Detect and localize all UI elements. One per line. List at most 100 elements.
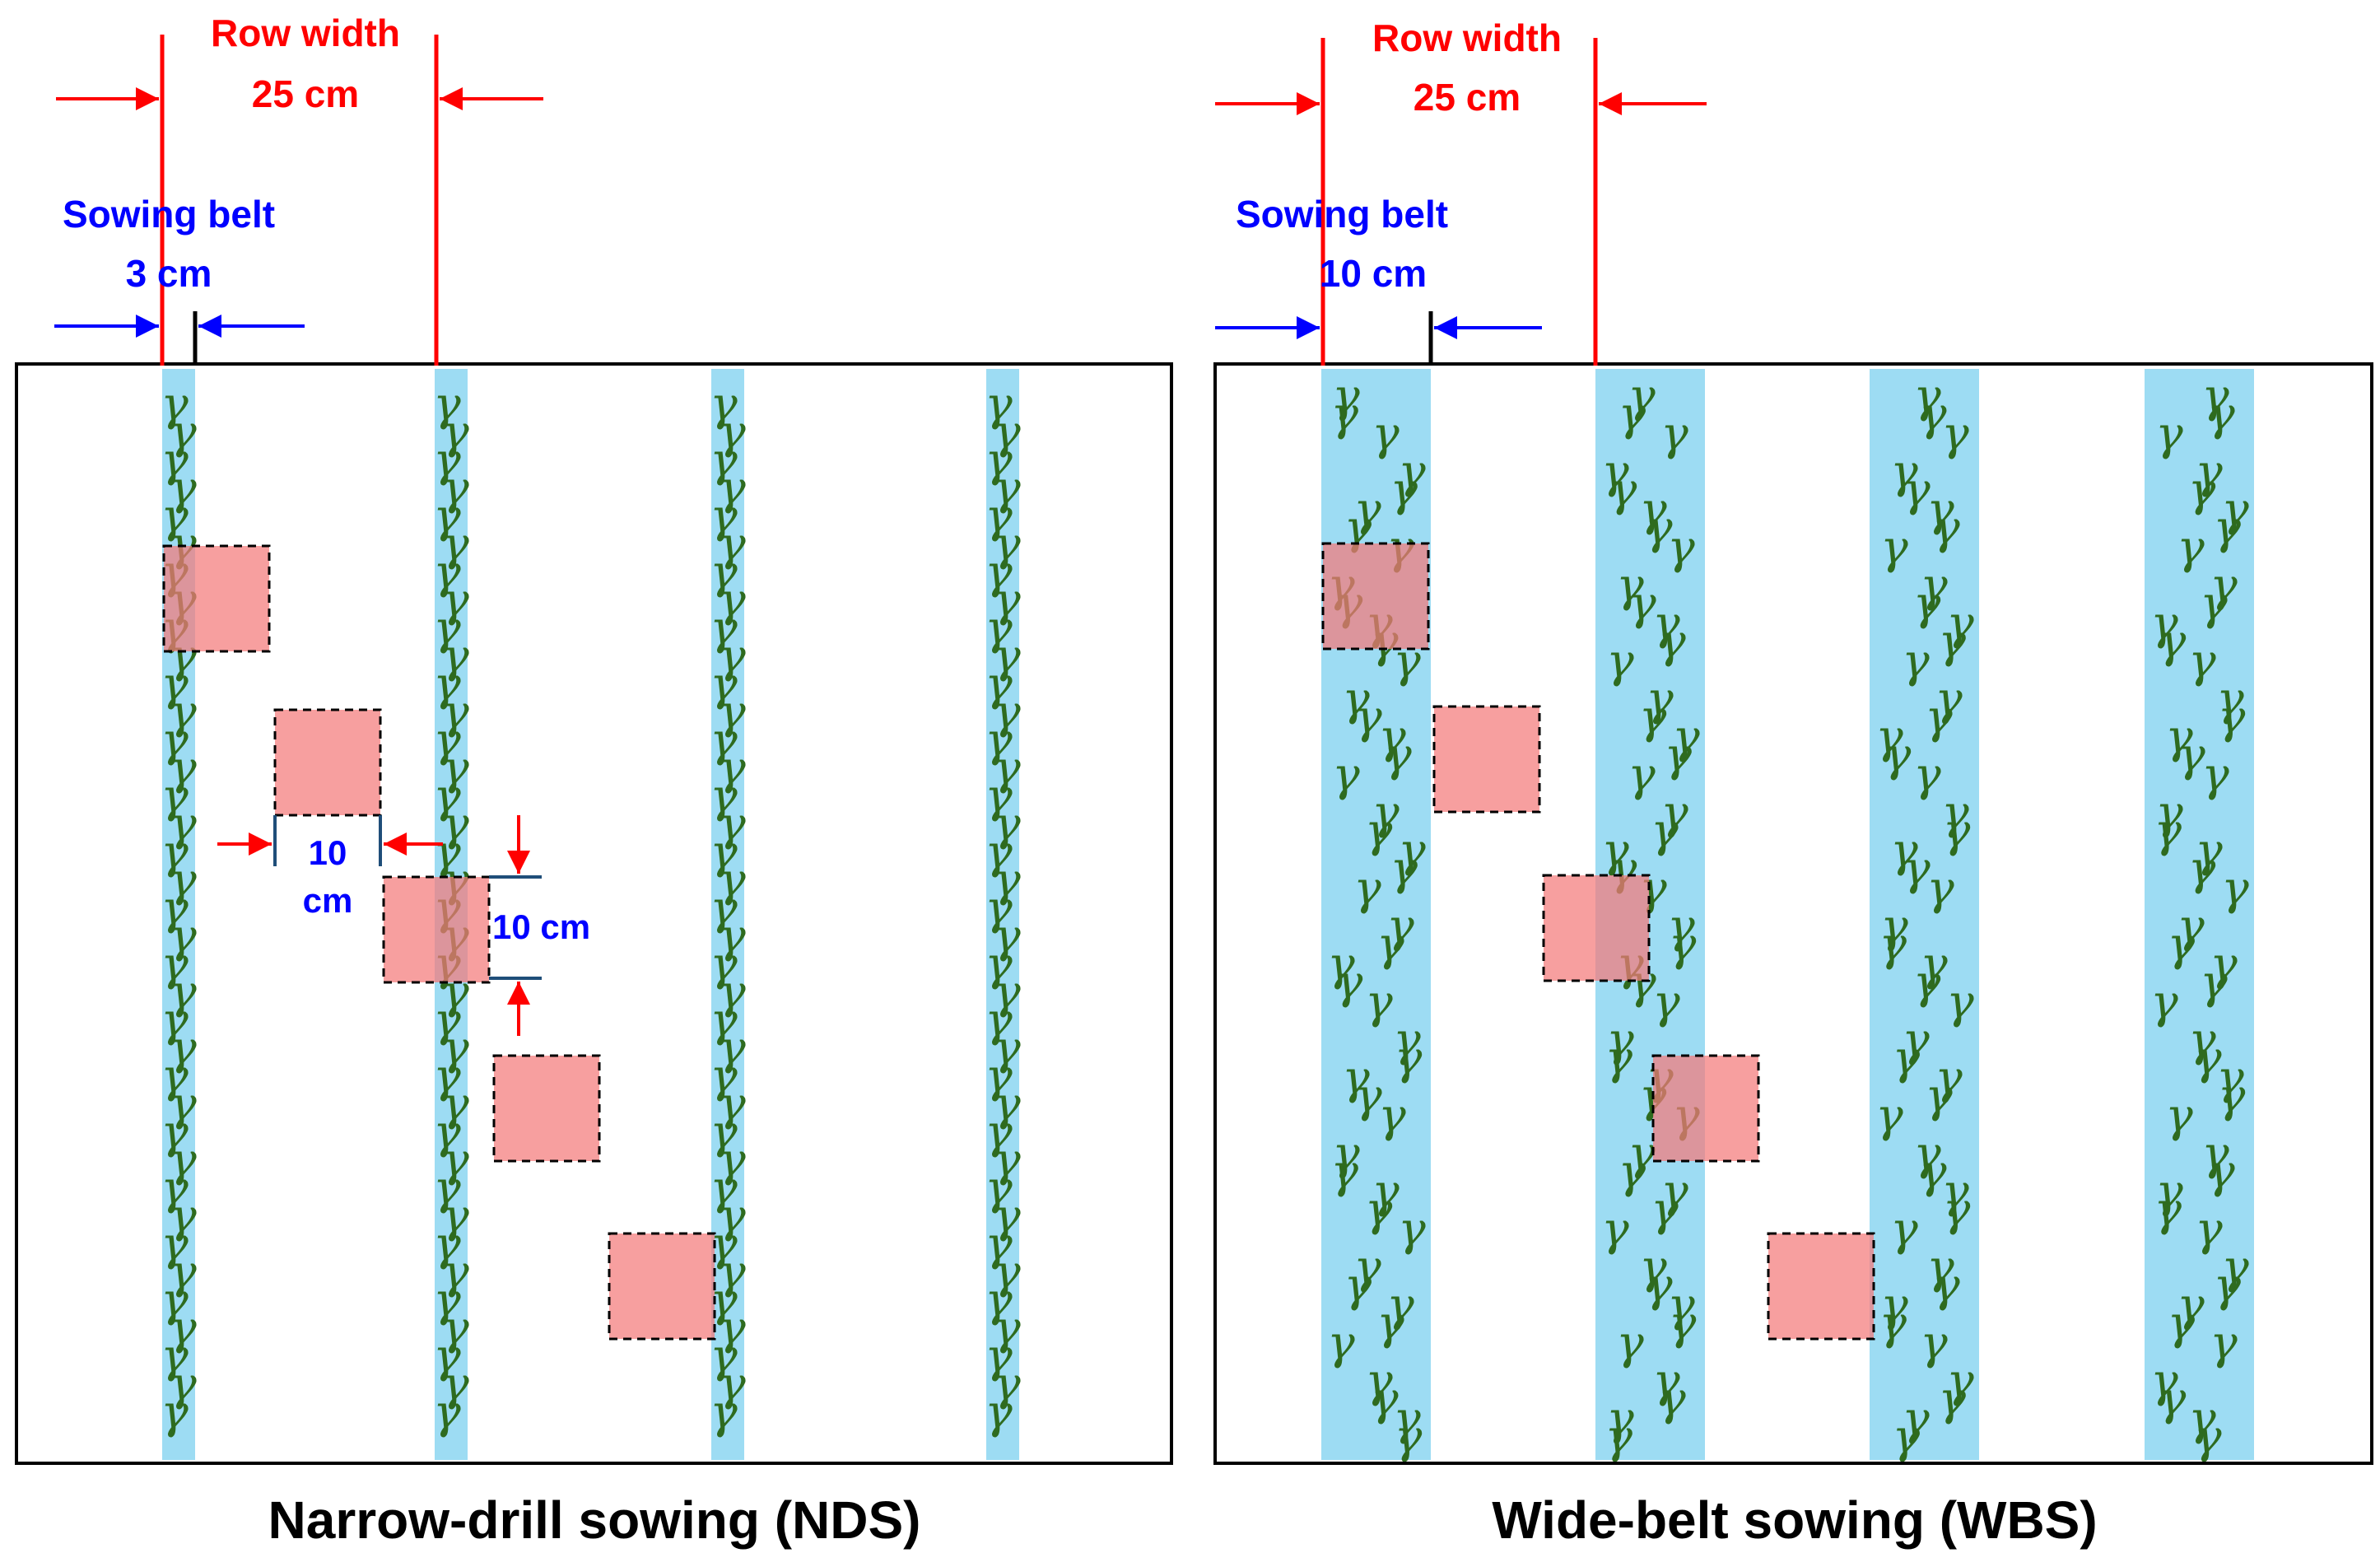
nds-seedling-icon: γ xyxy=(710,1106,738,1159)
nds-seedling-icon: γ xyxy=(993,1078,1021,1131)
wbs-seedling-icon: γ xyxy=(1353,862,1381,916)
wbs-seedling-icon: γ xyxy=(2188,1014,2216,1067)
nds-seedling-icon: γ xyxy=(169,1022,197,1075)
nds-seedling-icon: γ xyxy=(441,1078,469,1131)
wbs-seedling-icon: γ xyxy=(2188,464,2216,517)
wbs-seedling-icon: γ xyxy=(1378,711,1406,764)
nds-seedling-icon: γ xyxy=(993,1358,1021,1411)
nds-seedling-icon: γ xyxy=(985,714,1013,767)
wbs-seedling-icon: γ xyxy=(1667,521,1695,575)
wbs-sowing-belt-label: Sowing belt xyxy=(1236,193,1448,236)
nds-seedling-icon: γ xyxy=(718,742,746,795)
nds-seedling-icon: γ xyxy=(433,658,461,711)
wbs-seedling-icon: γ xyxy=(1335,956,1363,1010)
nds-seedling-icon: γ xyxy=(985,1050,1013,1103)
nds-seedling-icon: γ xyxy=(993,798,1021,851)
wbs-seedling-icon: γ xyxy=(1342,1052,1370,1105)
nds-seedling-icon: γ xyxy=(169,1302,197,1355)
nds-seedling-icon: γ xyxy=(993,574,1021,627)
nds-quadrat-width-label: 10 xyxy=(309,833,347,872)
wbs-seedling-icon: γ xyxy=(1893,1411,1921,1464)
wbs-seedling-icon: γ xyxy=(1365,1183,1393,1237)
wbs-seedling-icon: γ xyxy=(1330,388,1358,441)
wbs-seedling-icon: γ xyxy=(2201,749,2229,802)
wbs-seedling-icon: γ xyxy=(1884,729,1912,782)
wbs-seedling-icon: γ xyxy=(1616,559,1644,613)
nds-quadrat-2 xyxy=(273,708,382,817)
nds-seedling-icon: γ xyxy=(718,1078,746,1131)
nds-seedling-icon: γ xyxy=(718,798,746,851)
nds-seedling-icon: γ xyxy=(169,1190,197,1243)
nds-seedling-icon: γ xyxy=(985,1274,1013,1327)
wbs-seedling-icon: γ xyxy=(1628,577,1656,631)
nds-seedling-icon: γ xyxy=(710,602,738,655)
wbs-seedling-icon: γ xyxy=(1376,1297,1404,1350)
wbs-seedling-icon: γ xyxy=(2165,1089,2193,1143)
wbs-seedling-icon: γ xyxy=(2221,862,2249,916)
nds-seedling-icon: γ xyxy=(710,770,738,823)
wbs-seedling-icon: γ xyxy=(2216,1052,2244,1105)
wbs-seedling-icon: γ xyxy=(2218,1070,2246,1123)
nds-seedling-icon: γ xyxy=(718,1358,746,1411)
wbs-seedling-icon: γ xyxy=(2201,370,2229,423)
wbs-seedling-icon: γ xyxy=(1920,938,1948,991)
wbs-seedling-icon: γ xyxy=(1398,445,1426,499)
wbs-seedling-icon: γ xyxy=(1941,1165,1969,1219)
wbs-seedling-icon: γ xyxy=(2154,804,2182,858)
nds-seedling-icon: γ xyxy=(710,1050,738,1103)
nds-seedling-icon: γ xyxy=(169,1078,197,1131)
wbs-seedling-icon: γ xyxy=(2168,1297,2196,1350)
wbs-row-width-value: 25 cm xyxy=(1414,76,1521,119)
wbs-seedling-icon: γ xyxy=(1893,1032,1921,1085)
nds-seedling-icon: γ xyxy=(985,378,1013,431)
nds-seedling-icon: γ xyxy=(710,546,738,599)
wbs-seedling-icon: γ xyxy=(1902,635,1930,688)
wbs-seedling-icon: γ xyxy=(2165,711,2193,764)
wbs-seedling-icon: γ xyxy=(1645,501,1673,555)
wbs-seedling-icon: γ xyxy=(1652,597,1680,651)
nds-seedling-icon: γ xyxy=(433,1218,461,1271)
nds-seedling-icon: γ xyxy=(433,1162,461,1215)
wbs-seedling-icon: γ xyxy=(2177,521,2205,575)
wbs-seedling-icon: γ xyxy=(1903,842,1931,896)
wbs-seedling-icon: γ xyxy=(1639,691,1667,744)
wbs-seedling-icon: γ xyxy=(1639,483,1667,537)
nds-seedling-icon: γ xyxy=(161,434,189,487)
wbs-quadrats xyxy=(1321,542,1875,1341)
wbs-seedling-icon: γ xyxy=(1628,370,1656,423)
wbs-seedling-icon: γ xyxy=(2213,501,2241,555)
wbs-seedling-icon: γ xyxy=(1378,1089,1406,1143)
wbs-seedling-icon: γ xyxy=(1353,483,1381,537)
nds-seedling-icon: γ xyxy=(710,714,738,767)
wbs-seedling-icon: γ xyxy=(1667,900,1695,954)
nds-seedling-icon: γ xyxy=(433,714,461,767)
nds-seedling-icon: γ xyxy=(161,378,189,431)
wbs-seedling-icon: γ xyxy=(1890,824,1918,878)
nds-seedling-icon: γ xyxy=(718,1302,746,1355)
wbs-seedling-icon: γ xyxy=(2216,673,2244,726)
wbs-seedling-icon: γ xyxy=(1606,1014,1634,1067)
wbs-seedling-icon: γ xyxy=(2159,1373,2187,1426)
nds-seedling-icon: γ xyxy=(169,1358,197,1411)
nds-seedling-icon: γ xyxy=(718,406,746,459)
nds-seedling-icon: γ xyxy=(161,770,189,823)
nds-seedling-icon: γ xyxy=(718,966,746,1019)
wbs-seedling-icon: γ xyxy=(2201,1127,2229,1181)
wbs-seedling-icon: γ xyxy=(1395,1032,1423,1085)
nds-seedling-icon: γ xyxy=(993,630,1021,683)
wbs-quadrat-4 xyxy=(1651,1054,1760,1163)
wbs-seedling-icon: γ xyxy=(2200,577,2228,631)
wbs-sowing-belt-value: 10 cm xyxy=(1320,252,1427,295)
wbs-seedling-icon: γ xyxy=(1354,691,1382,744)
wbs-seedling-icon: γ xyxy=(1393,1392,1421,1446)
nds-seedling-icon: γ xyxy=(993,1302,1021,1355)
nds-seedling-icon: γ xyxy=(161,1386,189,1439)
nds-quadrat-height-label: 10 cm xyxy=(492,907,590,946)
nds-seedling-icon: γ xyxy=(985,602,1013,655)
nds-seedling-icon: γ xyxy=(433,602,461,655)
wbs-seedling-icon: γ xyxy=(2150,1355,2178,1408)
wbs-seedling-icon: γ xyxy=(2188,1392,2216,1446)
nds-seedling-icon: γ xyxy=(993,406,1021,459)
wbs-seedling-icon: γ xyxy=(1601,445,1629,499)
